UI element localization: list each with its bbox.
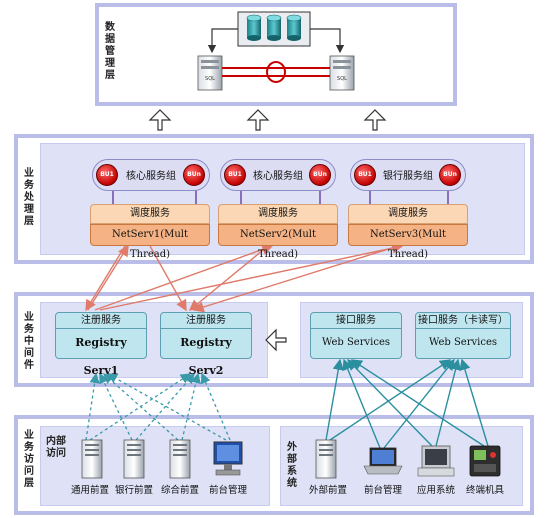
up-arrow-icon: [148, 109, 172, 131]
device-label: 前台管理: [363, 485, 402, 496]
laptop-icon: [363, 447, 403, 475]
device-label: 综合前置: [160, 485, 199, 496]
service-group-label: 银行服务组: [383, 171, 433, 182]
sql-server-icon: SQL: [197, 55, 223, 91]
registry-service-header: 注册服务: [55, 312, 147, 329]
workstation-icon: [417, 445, 455, 477]
bu-badge: BUn: [439, 164, 461, 186]
up-arrow-icon: [246, 109, 270, 131]
cluster-link-icon: [222, 61, 330, 83]
netserv-box: NetServ2(Mult Thread): [218, 224, 338, 260]
registry-server-box: Registry Serv2: [160, 329, 252, 377]
internal-access-label: 内部访问: [46, 436, 66, 459]
svg-text:SQL: SQL: [205, 76, 215, 82]
device-label: 应用系统: [416, 485, 455, 496]
card-terminal-icon: [469, 445, 501, 477]
bu-badge: BUn: [183, 164, 205, 186]
web-services-box: Web Services: [415, 329, 511, 359]
netserv-box: NetServ3(Mult Thread): [348, 224, 468, 260]
bu-badge: BU1: [96, 164, 118, 186]
data-layer-label: 数据管理层: [105, 22, 115, 81]
web-services-box: Web Services: [310, 329, 402, 359]
device-label: 通用前置: [70, 485, 109, 496]
device-label: 银行前置: [114, 485, 153, 496]
dispatch-service: 调度服务: [90, 204, 210, 224]
bu-badge: BU1: [224, 164, 246, 186]
server-tower-icon: [81, 439, 103, 479]
dispatch-service: 调度服务: [348, 204, 468, 224]
bu-badge: BU1: [354, 164, 376, 186]
dispatch-service: 调度服务: [218, 204, 338, 224]
sql-server-icon: SQL: [329, 55, 355, 91]
left-arrow-icon: [265, 328, 287, 352]
interface-service-header: 接口服务: [310, 312, 402, 329]
registry-service-header: 注册服务: [160, 312, 252, 329]
device-label: 前台管理: [208, 485, 247, 496]
server-tower-icon: [169, 439, 191, 479]
bu-badge: BUn: [309, 164, 331, 186]
access-layer-label: 业务访问层: [24, 430, 34, 489]
registry-server-box: Registry Serv1: [55, 329, 147, 377]
server-tower-icon: [123, 439, 145, 479]
device-label: 外部前置: [308, 485, 347, 496]
storage-array-icon: [237, 11, 311, 47]
server-tower-icon: [315, 439, 337, 479]
desktop-monitor-icon: [213, 441, 243, 476]
middleware-layer-label: 业务中间件: [24, 312, 34, 371]
external-system-label: 外部系统: [287, 442, 297, 489]
service-group-label: 核心服务组: [126, 171, 176, 182]
interface-service-header: 接口服务（卡读写）: [415, 312, 511, 329]
device-label: 终端机具: [465, 485, 504, 496]
svg-text:SQL: SQL: [337, 76, 347, 82]
netserv-box: NetServ1(Mult Thread): [90, 224, 210, 260]
service-group-label: 核心服务组: [253, 171, 303, 182]
business-layer-label: 业务处理层: [24, 168, 34, 227]
up-arrow-icon: [363, 109, 387, 131]
